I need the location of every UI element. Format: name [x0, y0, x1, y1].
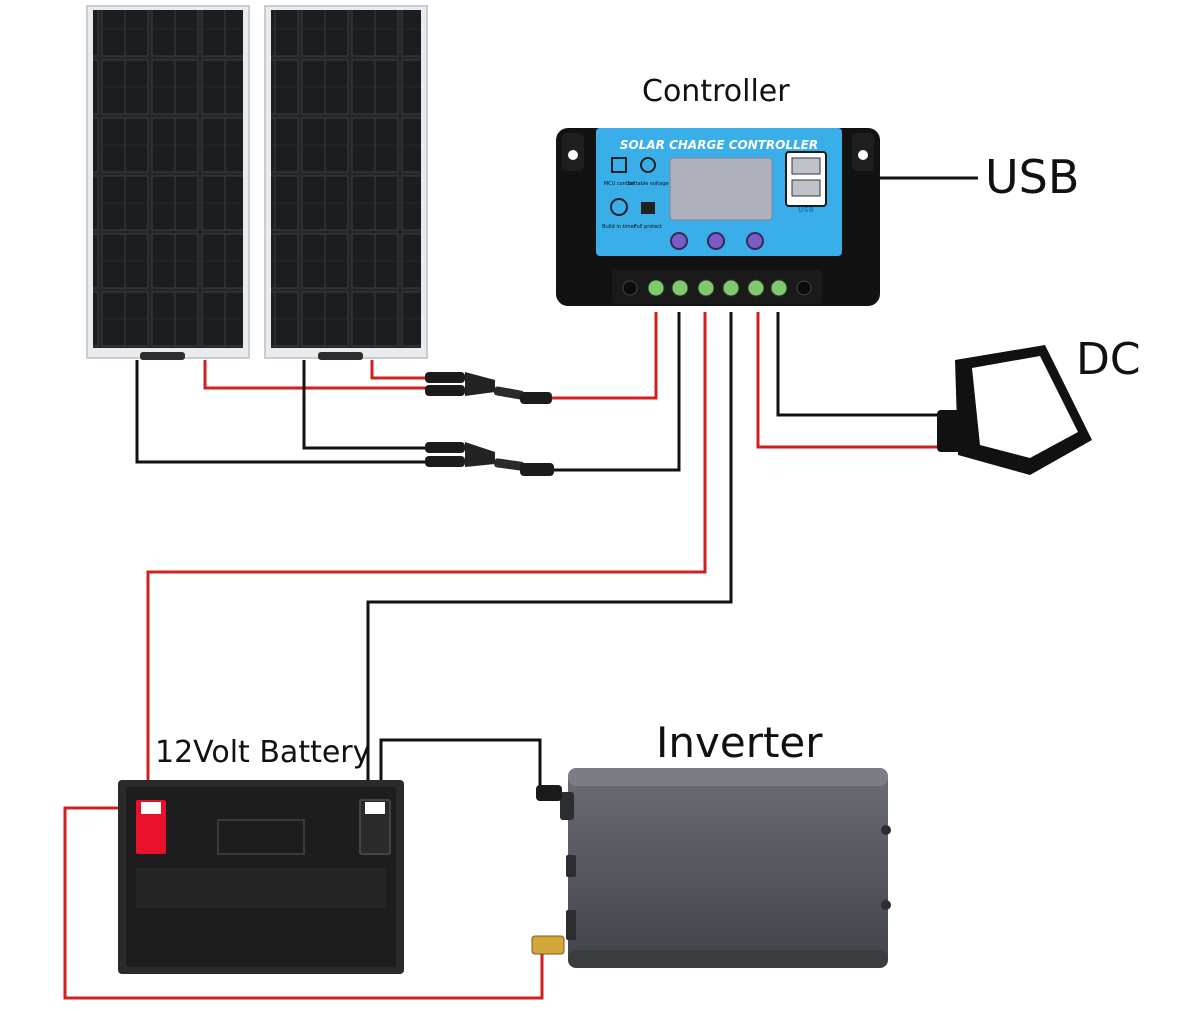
charge-controller — [556, 128, 880, 306]
icon-label-timer: Build in timer — [602, 224, 637, 230]
clock-icon — [610, 198, 628, 216]
battery-label: 12Volt Battery — [155, 735, 371, 770]
system-wiring — [63, 176, 978, 1000]
inverter-label: Inverter — [656, 718, 823, 767]
terminal-block — [612, 270, 822, 304]
usb-ports — [785, 151, 827, 207]
controller-buttons — [670, 232, 764, 250]
controller-panel-title: SOLAR CHARGE CONTROLLER — [620, 138, 818, 152]
panel-wiring — [135, 312, 681, 472]
solar-panel-left — [86, 5, 250, 360]
dc-label: DC — [1076, 334, 1141, 385]
controller-icons — [610, 157, 656, 216]
usb-label: USB — [985, 150, 1080, 204]
inverter-positive-terminal — [531, 935, 565, 955]
usb-port-text: USB — [798, 206, 814, 214]
menu-button[interactable] — [670, 232, 688, 250]
controller-label: Controller — [642, 74, 790, 109]
battery-12v — [118, 780, 404, 974]
chip-icon — [611, 157, 627, 173]
icon-label-mcu: MCU control — [604, 181, 634, 187]
down-button[interactable] — [746, 232, 764, 250]
icon-label-voltage: Settable voltage — [627, 181, 668, 187]
inverter — [531, 768, 891, 968]
solar-panel-right — [264, 5, 428, 360]
mc4-y-connector-negative — [425, 442, 554, 476]
mc4-y-connector-positive — [425, 372, 552, 404]
icon-label-protect: Full protect — [634, 224, 662, 230]
dc-load-lamp — [937, 345, 1092, 475]
up-button[interactable] — [707, 232, 725, 250]
gear-icon — [640, 157, 656, 173]
lock-icon — [641, 202, 655, 214]
